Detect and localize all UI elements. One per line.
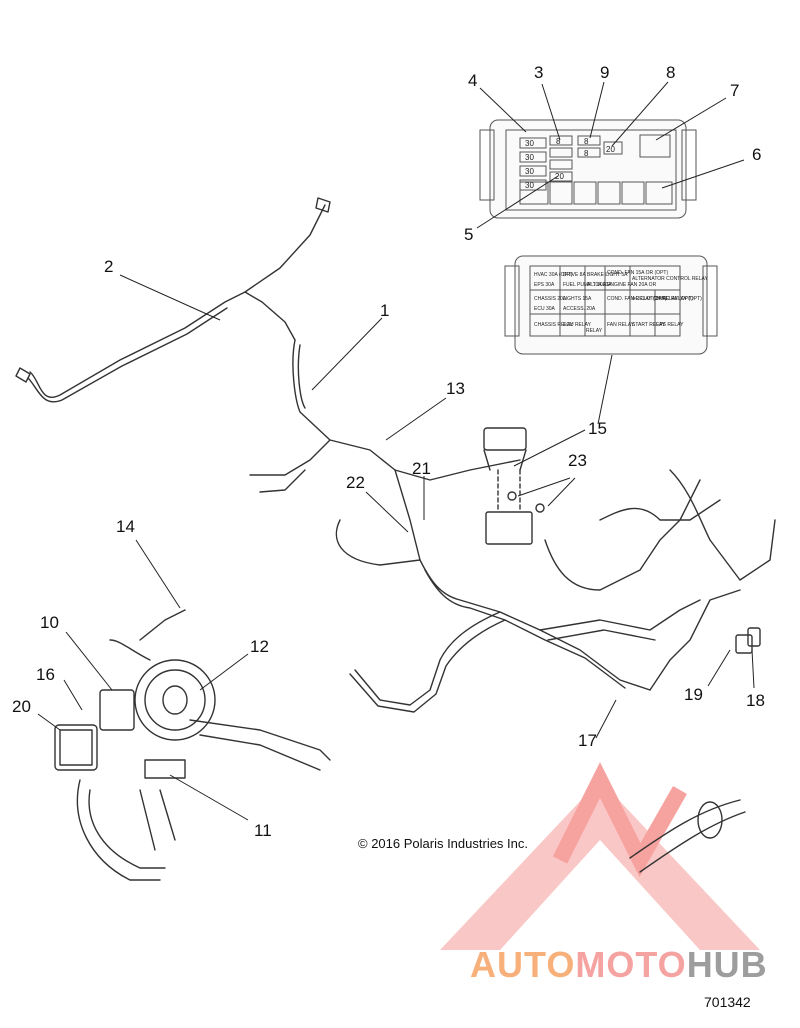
fuse-box-lid-view	[504, 255, 718, 355]
fuse-label: 30	[525, 181, 534, 190]
callout-6: 6	[752, 145, 761, 164]
harness-lines	[15, 197, 776, 881]
fuse-box-lid-labels: HVAC 30A (OPT) DRIVE 8A BRAKE LIGHT 5A C…	[534, 270, 709, 334]
fuse-label: 8	[584, 137, 589, 146]
callout-numbers: 3 4 5 6 7 8 9 1 2 13 15 23 21 22 14 12 1…	[12, 63, 765, 840]
lid-label: ECU RELAY	[563, 322, 592, 328]
lid-label: CHASSIS RELAY	[534, 322, 574, 328]
lid-label: FAN RELAY	[607, 322, 635, 328]
lid-label: ECU 30A	[534, 306, 556, 312]
callout-17: 17	[578, 731, 597, 750]
callout-11: 11	[254, 821, 272, 840]
watermark-part-1: AUTO	[470, 944, 576, 985]
callout-8: 8	[666, 63, 675, 82]
part-number: 701342	[704, 994, 751, 1010]
fuse-box-top-view	[479, 119, 697, 219]
leader-lines	[37, 81, 755, 821]
callout-19: 19	[684, 685, 703, 704]
callout-20: 20	[12, 697, 31, 716]
fuse-label: 8	[584, 149, 589, 158]
lid-label: START RELAY	[632, 322, 666, 328]
callout-2: 2	[104, 257, 113, 276]
callout-4: 4	[468, 71, 477, 90]
callout-16: 16	[36, 665, 55, 684]
lid-label: EPS RELAY	[656, 322, 684, 328]
fuse-label: 8	[556, 137, 561, 146]
callout-22: 22	[346, 473, 365, 492]
fuse-label: 20	[606, 145, 615, 154]
lid-label: DRIVE 8A	[563, 272, 586, 278]
lid-label: EPS 30A	[534, 282, 555, 288]
fuse-label: 20	[555, 172, 564, 181]
callout-9: 9	[600, 63, 609, 82]
watermark-text: AUTOMOTOHUB	[470, 944, 768, 986]
watermark-part-2: MOTO	[575, 944, 687, 985]
copyright-notice: © 2016 Polaris Industries Inc.	[358, 836, 528, 851]
lid-label: ENGINE FAN 20A OR	[607, 282, 657, 288]
lid-label: LIGHTS 15A	[563, 296, 592, 302]
callout-15: 15	[588, 419, 607, 438]
lid-label: FUEL PUMP 10A 20A	[563, 282, 612, 288]
callout-23: 23	[568, 451, 587, 470]
lid-label: RELAY	[586, 328, 603, 334]
fuse-values: 30 30 30 30 20 20 8 8 8	[525, 137, 615, 190]
watermark-part-3: HUB	[686, 944, 768, 985]
callout-21: 21	[412, 459, 431, 478]
callout-14: 14	[116, 517, 135, 536]
lid-label: HVAC 30A (OPT)	[534, 272, 573, 278]
fuse-label: 30	[525, 153, 534, 162]
lid-label: COND. FAN RELAY (OPT)	[607, 296, 667, 302]
lid-label: ALT 10A	[587, 282, 607, 288]
lid-label: AC CLUTCH RELAY (OPT)	[632, 296, 693, 302]
lid-label: BRAKE LIGHT 5A	[587, 272, 628, 278]
callout-5: 5	[464, 225, 473, 244]
callout-10: 10	[40, 613, 59, 632]
watermark-logo	[440, 762, 760, 950]
lid-label: ACCESS. 20A	[563, 306, 596, 312]
callout-12: 12	[250, 637, 269, 656]
callout-1: 1	[380, 301, 389, 320]
fuse-label: 30	[525, 139, 534, 148]
callout-13: 13	[446, 379, 465, 398]
callout-18: 18	[746, 691, 765, 710]
lid-label: ALTERNATOR CONTROL RELAY	[632, 276, 709, 282]
lid-label: CHASSIS 20A	[534, 296, 567, 302]
lid-label: HVAC RELAY (OPT)	[656, 296, 702, 302]
lid-label: COND. FAN 15A OR (OPT)	[607, 270, 668, 276]
callout-3: 3	[534, 63, 543, 82]
fuse-label: 30	[525, 167, 534, 176]
callout-7: 7	[730, 81, 739, 100]
